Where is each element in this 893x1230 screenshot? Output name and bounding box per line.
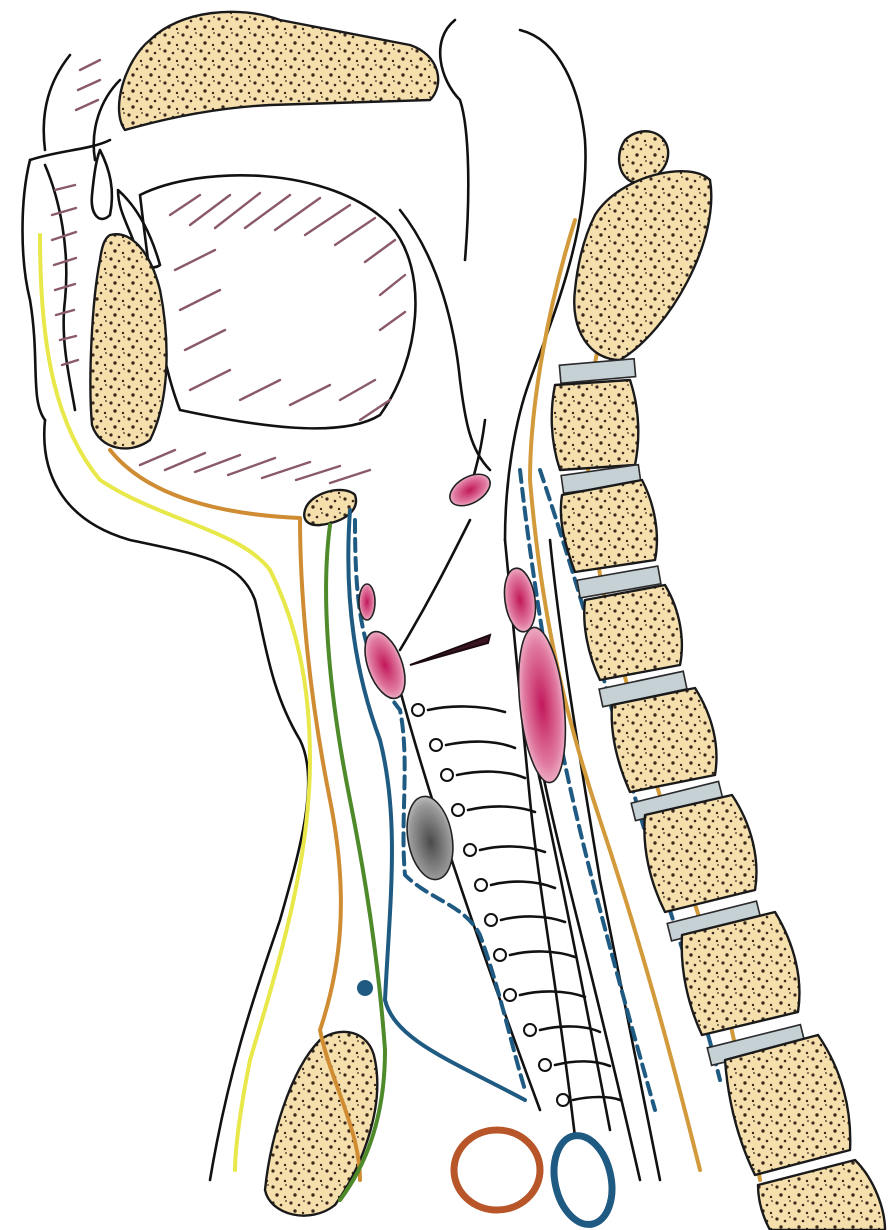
anterior-jugular-vein-icon [357, 980, 373, 996]
lymph-node-icon [359, 584, 375, 620]
floor-of-mouth-hatching [140, 450, 370, 483]
tongue [140, 175, 415, 428]
sternum-icon [265, 1032, 377, 1216]
cervical-vertebra-icon [725, 1035, 850, 1175]
trachea-ring-icon [454, 1130, 540, 1210]
superficial-cervical-fascia-line [40, 235, 310, 1170]
thyroid-gland-icon [401, 793, 459, 883]
hard-palate-bone-icon [119, 12, 438, 130]
cervical-vertebra-icon [644, 795, 756, 912]
cervical-vertebra-icon [561, 480, 657, 572]
esophagus-ring-icon [546, 1130, 619, 1230]
cervical-vertebra-icon [552, 380, 639, 470]
cervical-vertebra-icon [584, 585, 682, 680]
upper-lip [23, 160, 76, 420]
tongue-muscle-hatching [170, 193, 405, 420]
cervical-vertebra-icon [682, 912, 800, 1035]
cervical-vertebra-icon [612, 688, 717, 792]
skin-outline-anterior [44, 420, 308, 1180]
lymph-node-icon [444, 468, 495, 513]
vocal-fold [410, 635, 490, 665]
cervical-spine [552, 131, 885, 1230]
cervical-vertebra-icon [574, 171, 711, 360]
cervical-vertebra-icon [758, 1160, 885, 1230]
